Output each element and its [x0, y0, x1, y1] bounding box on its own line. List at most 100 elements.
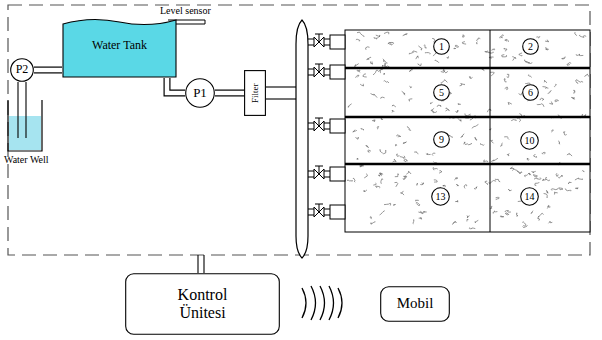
vegetation-stroke: [542, 179, 546, 180]
vegetation-stroke: [431, 110, 437, 113]
vegetation-stroke: [360, 165, 364, 166]
vegetation-texture: [347, 32, 589, 229]
vegetation-stroke: [416, 203, 420, 206]
vegetation-stroke: [575, 188, 578, 189]
vegetation-stroke: [443, 185, 446, 187]
outlet-pipe: [324, 123, 330, 124]
vegetation-stroke: [424, 45, 426, 49]
vegetation-stroke: [544, 80, 547, 82]
vegetation-stroke: [507, 74, 509, 77]
vegetation-stroke: [464, 142, 466, 144]
vegetation-stroke: [456, 185, 459, 187]
vegetation-stroke: [418, 64, 421, 66]
outlet-pipe: [324, 129, 330, 130]
vegetation-stroke: [397, 154, 400, 156]
vegetation-stroke: [378, 69, 381, 73]
vegetation-stroke: [465, 143, 472, 145]
vegetation-stroke: [554, 192, 557, 194]
pipe-connector: [215, 93, 244, 94]
vegetation-stroke: [523, 225, 528, 228]
vegetation-stroke: [452, 222, 456, 225]
vegetation-stroke: [381, 179, 383, 184]
outlet-pipe: [308, 215, 314, 216]
node-label: 10: [525, 135, 535, 147]
vegetation-stroke: [439, 171, 442, 174]
emitter-box: [330, 205, 345, 219]
outlet-pipe: [308, 75, 314, 76]
outlet-pipe: [324, 75, 330, 76]
pipe: [266, 86, 297, 87]
emitter-box: [330, 119, 345, 133]
vegetation-stroke: [469, 76, 472, 78]
node-label: Kontrol Ünitesi: [163, 286, 243, 323]
vegetation-stroke: [500, 216, 503, 217]
vegetation-stroke: [525, 175, 528, 178]
field-number: 2: [522, 38, 539, 55]
vegetation-stroke: [455, 201, 458, 202]
vegetation-stroke: [568, 182, 571, 184]
vegetation-stroke: [467, 215, 470, 217]
vegetation-stroke: [531, 211, 533, 214]
node-label: 5: [439, 87, 444, 99]
vegetation-stroke: [528, 173, 531, 175]
vegetation-stroke: [538, 216, 540, 220]
vegetation-stroke: [546, 190, 547, 193]
vegetation-stroke: [416, 183, 418, 185]
vegetation-stroke: [376, 35, 380, 37]
suction-pipe: [25, 82, 26, 138]
vegetation-stroke: [500, 143, 503, 146]
vegetation-stroke: [571, 97, 574, 99]
vegetation-stroke: [567, 63, 571, 66]
vegetation-stroke: [538, 213, 543, 217]
field-divider: [345, 116, 590, 119]
vegetation-stroke: [462, 35, 464, 37]
valve-stem: [315, 64, 323, 65]
node-label: Water Tank: [92, 39, 147, 53]
vegetation-stroke: [546, 177, 550, 181]
outlet-pipe: [308, 177, 314, 178]
vegetation-stroke: [377, 127, 379, 129]
vegetation-stroke: [454, 177, 457, 180]
vegetation-stroke: [353, 178, 355, 182]
vegetation-stroke: [434, 180, 437, 182]
vegetation-stroke: [390, 42, 394, 44]
vegetation-stroke: [403, 142, 407, 144]
valve-stem: [315, 118, 323, 119]
control-unit-box: Kontrol Ünitesi: [125, 273, 280, 335]
vegetation-stroke: [547, 205, 550, 208]
vegetation-stroke: [392, 110, 395, 112]
field-number: 9: [433, 131, 450, 148]
vegetation-stroke: [567, 153, 572, 156]
vegetation-stroke: [409, 99, 413, 102]
vegetation-stroke: [490, 72, 494, 76]
pipe: [266, 98, 297, 99]
vegetation-stroke: [532, 171, 536, 172]
vegetation-stroke: [476, 38, 480, 40]
vegetation-stroke: [373, 70, 378, 75]
emitter-box: [330, 65, 345, 79]
vegetation-stroke: [554, 84, 556, 87]
vegetation-stroke: [393, 204, 395, 205]
vegetation-stroke: [419, 217, 422, 219]
vegetation-stroke: [379, 150, 382, 153]
field-number: 13: [431, 187, 450, 206]
vegetation-stroke: [485, 51, 488, 53]
vegetation-stroke: [368, 150, 371, 152]
vegetation-stroke: [496, 197, 500, 199]
vegetation-stroke: [492, 48, 495, 51]
vegetation-stroke: [512, 57, 516, 61]
vegetation-stroke: [475, 137, 477, 140]
vegetation-stroke: [395, 174, 399, 177]
vegetation-stroke: [406, 171, 411, 174]
control-link: [197, 255, 198, 273]
valve-stem: [315, 204, 323, 205]
vegetation-stroke: [385, 63, 388, 67]
vegetation-stroke: [356, 137, 359, 139]
node-label: P2: [16, 63, 29, 77]
vegetation-stroke: [577, 80, 583, 82]
vegetation-stroke: [348, 104, 351, 108]
outlet-pipe: [308, 171, 314, 172]
vegetation-stroke: [407, 127, 411, 131]
vegetation-stroke: [525, 62, 532, 64]
